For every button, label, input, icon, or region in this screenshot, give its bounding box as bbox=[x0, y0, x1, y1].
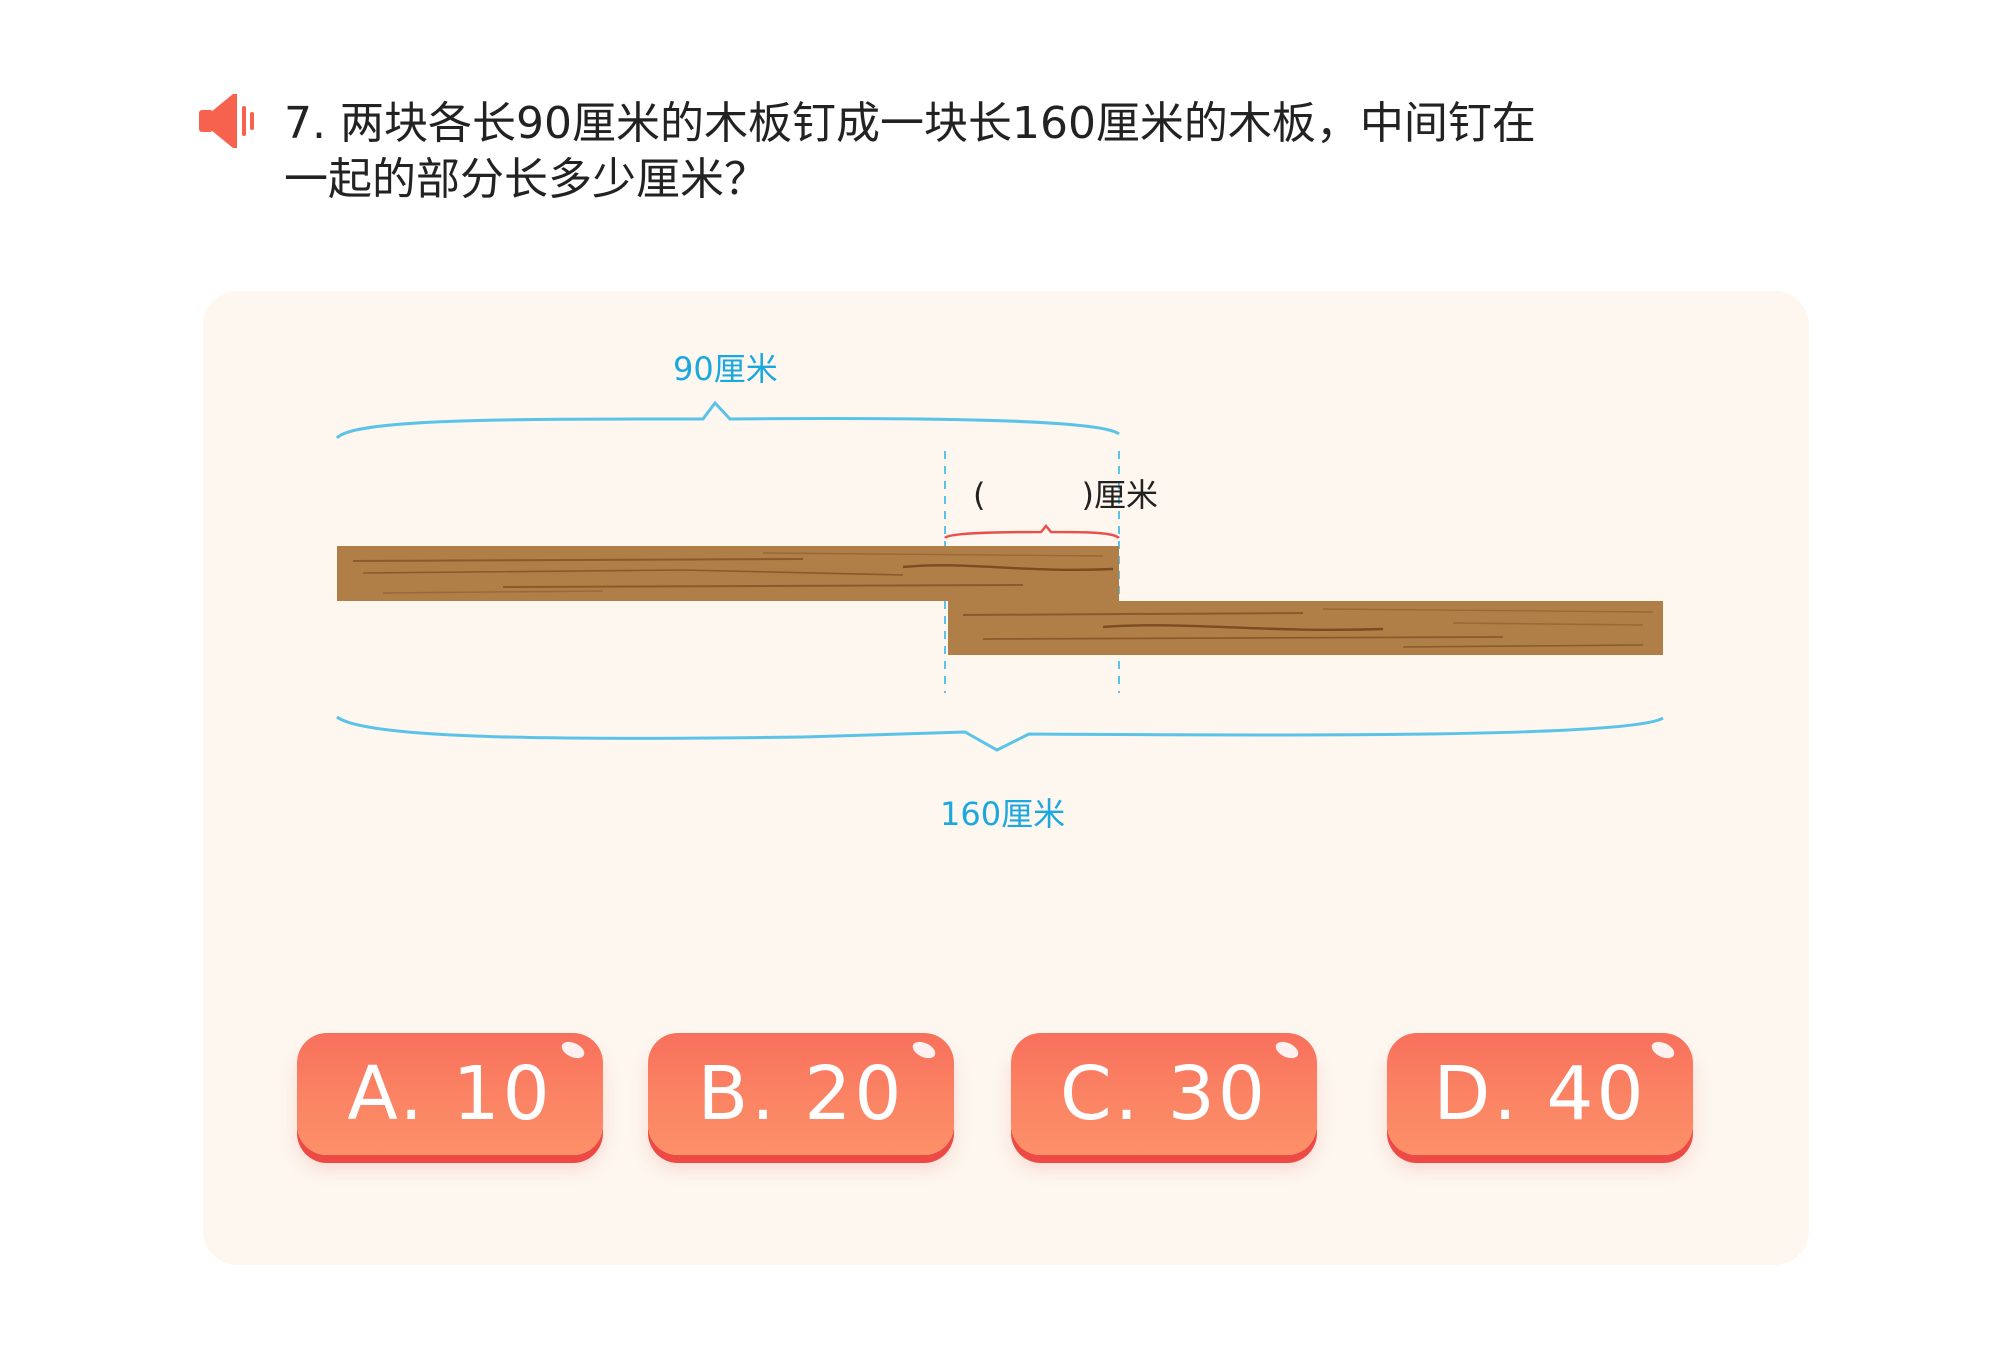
option-a-label: A. 10 bbox=[347, 1051, 553, 1137]
blank-close-unit: )厘米 bbox=[1081, 476, 1158, 514]
option-b-label: B. 20 bbox=[697, 1051, 905, 1137]
top-brace bbox=[335, 400, 1120, 440]
overlap-blank-label: ( )厘米 bbox=[973, 477, 1158, 513]
speaker-icon[interactable] bbox=[199, 90, 259, 152]
question-text: 7. 两块各长90厘米的木板钉成一块长160厘米的木板，中间钉在 一起的部分长多… bbox=[284, 96, 1584, 208]
gloss-highlight bbox=[910, 1038, 938, 1062]
option-d-button[interactable]: D. 40 bbox=[1387, 1033, 1693, 1155]
board-1 bbox=[337, 546, 1119, 601]
option-c-label: C. 30 bbox=[1060, 1051, 1268, 1137]
gloss-highlight bbox=[1273, 1038, 1301, 1062]
option-d-label: D. 40 bbox=[1433, 1051, 1647, 1137]
question-line-1: 7. 两块各长90厘米的木板钉成一块长160厘米的木板，中间钉在 bbox=[284, 98, 1536, 149]
overlap-brace bbox=[944, 524, 1120, 540]
board-2 bbox=[948, 601, 1663, 655]
board-diagram bbox=[335, 400, 1664, 752]
option-c-button[interactable]: C. 30 bbox=[1011, 1033, 1317, 1155]
board-length-label: 90厘米 bbox=[673, 350, 778, 388]
blank-open-paren: ( bbox=[973, 476, 986, 514]
option-a-button[interactable]: A. 10 bbox=[297, 1033, 603, 1155]
question-line-2: 一起的部分长多少厘米？ bbox=[284, 154, 768, 205]
bottom-brace bbox=[336, 715, 1664, 752]
gloss-highlight bbox=[559, 1038, 587, 1062]
gloss-highlight bbox=[1649, 1038, 1677, 1062]
total-length-label: 160厘米 bbox=[940, 795, 1066, 833]
option-b-button[interactable]: B. 20 bbox=[648, 1033, 954, 1155]
diagram-panel: 90厘米 ( )厘米 160厘米 A. 10 B. 20 C. 30 D. 40 bbox=[203, 291, 1809, 1265]
